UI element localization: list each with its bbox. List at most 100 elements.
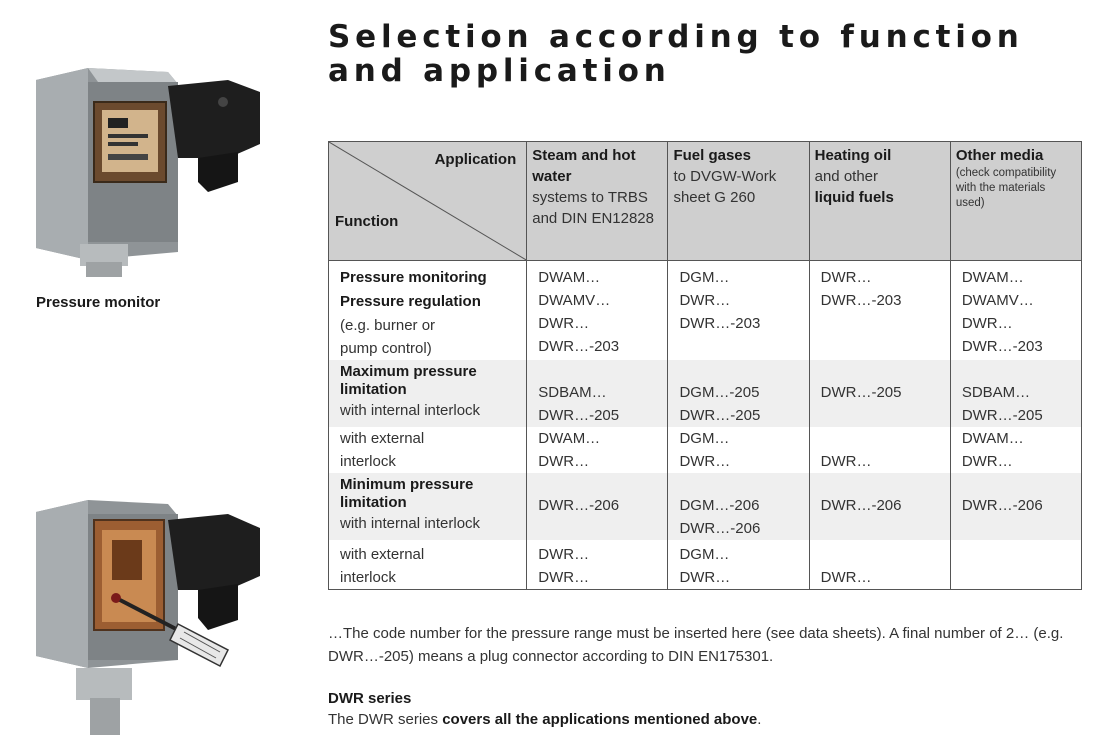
pressure-monitor-photo xyxy=(36,68,260,277)
page-title: Selection according to function and appl… xyxy=(328,19,1024,89)
header-oil-title: Heating oil xyxy=(814,147,892,164)
function-label: Maximum pressure limitation xyxy=(340,363,477,398)
header-steam: Steam and hot water systems to TRBS and … xyxy=(526,141,669,261)
function-sub: with external xyxy=(340,430,425,447)
function-cell: Minimum pressure limitation with interna… xyxy=(327,473,528,540)
function-label: Pressure monitoring xyxy=(340,269,487,286)
header-steam-desc: systems to TRBS and DIN EN12828 xyxy=(532,189,654,227)
value: DWR… xyxy=(679,569,731,586)
value-cell: DWAM… DWAMV… DWR… DWR…-203 xyxy=(949,260,1083,360)
header-other-title: Other media xyxy=(955,147,1044,164)
diagonal-line xyxy=(329,142,526,260)
footnote: …The code number for the pressure range … xyxy=(328,625,1064,665)
value: DWR…-205 xyxy=(679,407,761,424)
value: DWR… xyxy=(820,269,872,286)
dwr-text-bold: covers all the applications mentioned ab… xyxy=(442,711,758,728)
function-sub: (e.g. burner or xyxy=(340,317,436,334)
value: DWR…-206 xyxy=(538,497,620,514)
function-cell: with external interlock xyxy=(327,540,528,590)
value: DWR… xyxy=(538,569,590,586)
value: DWAMV… xyxy=(961,292,1034,309)
selection-table: Application Function Steam and hot water… xyxy=(327,141,1083,590)
value-cell: DWR… xyxy=(808,540,951,590)
value-cell: DGM…-205 DWR…-205 xyxy=(667,360,810,427)
pressure-monitor-reset-photo xyxy=(36,500,260,735)
value: DGM… xyxy=(679,546,730,563)
function-sub: interlock xyxy=(340,453,396,470)
value: DWR…-205 xyxy=(538,407,620,424)
value: DWR… xyxy=(961,453,1013,470)
function-sub: with internal interlock xyxy=(340,402,481,419)
value: SDBAM… xyxy=(538,384,607,401)
value-cell: DWR…-206 xyxy=(949,473,1083,540)
value: SDBAM… xyxy=(961,384,1031,401)
value: DWR…-206 xyxy=(679,520,761,537)
header-heating-oil: Heating oil and other liquid fuels xyxy=(808,141,951,261)
table-row-min-internal: Minimum pressure limitation with interna… xyxy=(327,473,1083,540)
value: DGM… xyxy=(679,430,730,447)
table-row-min-external: with external interlock DWR… DWR… DGM… D… xyxy=(327,540,1083,590)
dwr-text-suffix: . xyxy=(757,711,762,728)
value: DWR… xyxy=(961,315,1013,332)
value: DGM…-205 xyxy=(679,384,760,401)
value-cell xyxy=(949,540,1083,590)
value: DWAM… xyxy=(961,269,1024,286)
header-application: Application xyxy=(434,151,517,168)
photo-caption: Pressure monitor xyxy=(36,294,161,311)
header-corner-cell: Application Function xyxy=(327,141,528,261)
value: DWR…-203 xyxy=(961,338,1043,355)
value: DGM…-206 xyxy=(679,497,760,514)
function-sub: pump control) xyxy=(340,340,432,357)
value: DWR… xyxy=(538,315,590,332)
value: DWR… xyxy=(679,292,731,309)
function-cell: Pressure monitoring Pressure regulation … xyxy=(327,260,528,360)
dwr-heading: DWR series xyxy=(328,690,412,707)
header-other-note: (check compatibility with the materials … xyxy=(955,167,1057,209)
value-cell: SDBAM… DWR…-205 xyxy=(949,360,1083,427)
value: DGM… xyxy=(679,269,730,286)
value-cell: DGM… DWR… xyxy=(667,540,810,590)
function-label: Pressure regulation xyxy=(340,293,481,310)
header-other-media: Other media (check compatibility with th… xyxy=(949,141,1083,261)
value-cell: DWR…-205 xyxy=(808,360,951,427)
function-cell: Maximum pressure limitation with interna… xyxy=(327,360,528,427)
value-cell: DWAM… DWR… xyxy=(949,427,1083,473)
table-row-max-internal: Maximum pressure limitation with interna… xyxy=(327,360,1083,427)
value: DWAMV… xyxy=(538,292,611,309)
value-cell: SDBAM… DWR…-205 xyxy=(526,360,669,427)
header-oil-title2: liquid fuels xyxy=(814,189,894,206)
value: DWR…-203 xyxy=(820,292,902,309)
table-row-max-external: with external interlock DWAM… DWR… DGM… … xyxy=(327,427,1083,473)
header-steam-title: Steam and hot water xyxy=(532,147,636,185)
function-label: Minimum pressure limitation xyxy=(340,476,474,511)
function-cell: with external interlock xyxy=(327,427,528,473)
value: DWR… xyxy=(679,453,731,470)
value-cell: DGM… DWR… xyxy=(667,427,810,473)
value: DWR…-206 xyxy=(820,497,902,514)
value: DWAM… xyxy=(538,269,601,286)
value-cell: DWR… DWR…-203 xyxy=(808,260,951,360)
value-cell: DWR…-206 xyxy=(808,473,951,540)
value: DWR…-203 xyxy=(679,315,761,332)
header-fuel-gases: Fuel gases to DVGW-Work sheet G 260 xyxy=(667,141,810,261)
value: DWR…-205 xyxy=(961,407,1043,424)
value: DWR…-205 xyxy=(820,384,902,401)
value: DWR… xyxy=(538,546,590,563)
dwr-text-prefix: The DWR series xyxy=(328,711,443,728)
value-cell: DWR… DWR… xyxy=(526,540,669,590)
value: DWAM… xyxy=(538,430,601,447)
function-sub: with external xyxy=(340,546,425,563)
value: DWR… xyxy=(820,453,872,470)
value-cell: DWR…-206 xyxy=(526,473,669,540)
value: DWR… xyxy=(538,453,590,470)
header-fuel-title: Fuel gases xyxy=(673,147,751,164)
table-header-row: Application Function Steam and hot water… xyxy=(327,141,1083,261)
function-sub: interlock xyxy=(340,569,396,586)
value: DWR… xyxy=(820,569,872,586)
header-oil-mid: and other xyxy=(814,168,879,185)
header-fuel-desc: to DVGW-Work sheet G 260 xyxy=(673,168,777,206)
value: DWR…-206 xyxy=(961,497,1043,514)
function-sub: with internal interlock xyxy=(340,515,481,532)
value-cell: DGM… DWR… DWR…-203 xyxy=(667,260,810,360)
table-row-monitoring: Pressure monitoring Pressure regulation … xyxy=(327,260,1083,360)
